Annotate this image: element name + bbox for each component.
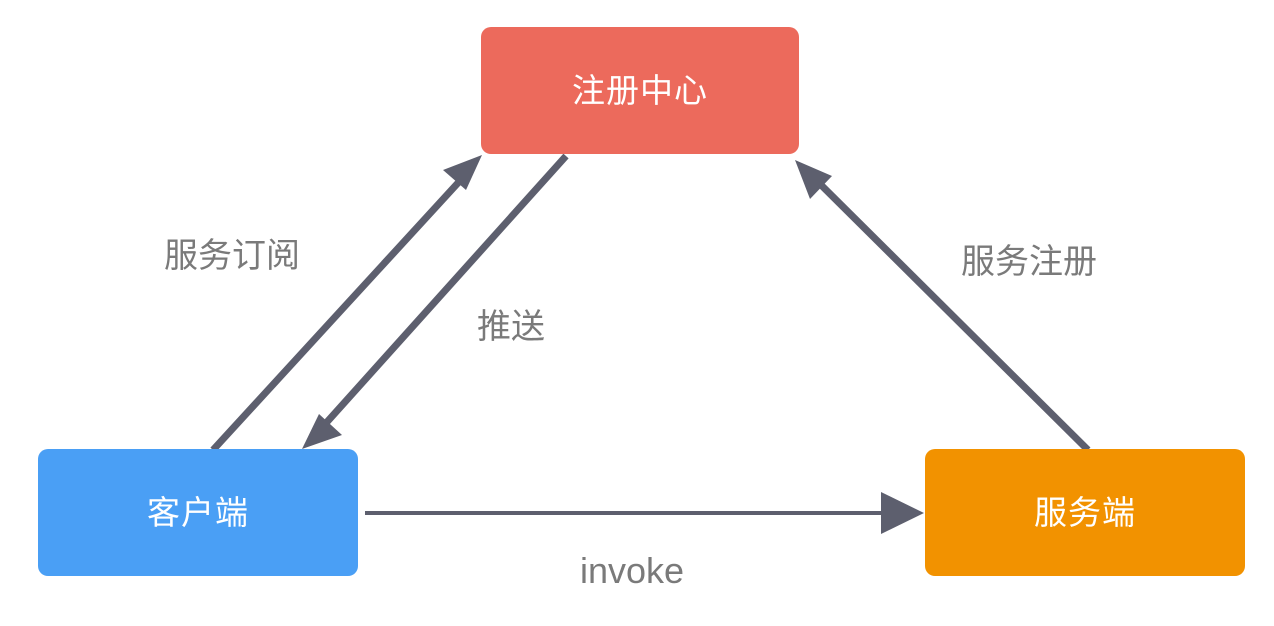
- edge-register: [795, 160, 1091, 453]
- edge-label-register: 服务注册: [961, 243, 1097, 281]
- edge-label-push: 推送: [477, 308, 545, 346]
- node-registry-label: 注册中心: [572, 72, 708, 109]
- node-client[interactable]: 客户端: [38, 449, 358, 576]
- node-registry[interactable]: 注册中心: [481, 27, 799, 154]
- node-client-label: 客户端: [147, 494, 249, 531]
- edge-invoke: [365, 492, 924, 534]
- edge-subscribe: [210, 155, 482, 453]
- node-server[interactable]: 服务端: [925, 449, 1245, 576]
- edge-push: [302, 153, 569, 449]
- edge-label-subscribe: 服务订阅: [164, 237, 300, 275]
- edge-label-invoke: invoke: [580, 550, 685, 591]
- node-server-label: 服务端: [1034, 494, 1136, 531]
